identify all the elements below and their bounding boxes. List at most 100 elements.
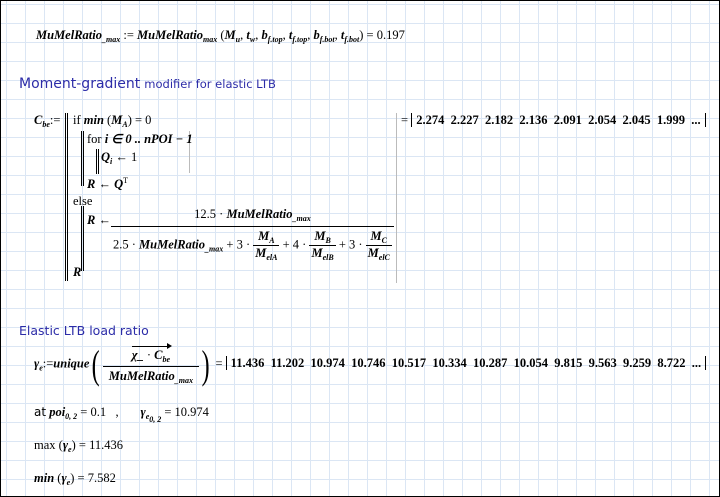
keyword: for — [87, 132, 102, 146]
max-expression[interactable]: max (γe) = 11.436 — [34, 438, 123, 454]
var: M — [367, 246, 379, 260]
arg: M — [224, 28, 236, 42]
var: C — [154, 348, 163, 362]
fraction: 12.5 · MuMelRatio_max 2.5 · MuMelRatio_m… — [111, 207, 394, 262]
sub: be — [162, 355, 171, 364]
var: Q — [101, 150, 111, 164]
sub: B — [325, 236, 331, 245]
ellipsis: ... — [691, 113, 701, 127]
sub: _max — [292, 214, 311, 223]
sub: f.top — [267, 35, 283, 44]
sub: e — [145, 412, 150, 421]
value: 10.517 — [391, 356, 427, 371]
sub: w — [249, 35, 256, 44]
sub: _max — [102, 35, 121, 44]
gamma-result[interactable]: 11.436 11.202 10.974 10.746 10.517 10.33… — [225, 356, 707, 371]
fn: min — [34, 471, 55, 485]
arg: t — [288, 28, 293, 42]
gamma-definition[interactable]: γe:=unique( χ_ · Cbe MuMelRatio_max ) = … — [34, 341, 707, 388]
poi-expression[interactable]: at poi0, 2 = 0.1 , γe0, 2 = 10.974 — [34, 405, 209, 424]
program-bar — [96, 149, 99, 174]
heading-small: modifier for elastic LTB — [144, 77, 276, 91]
mumelratio-definition[interactable]: MuMelRatio_max := MuMelRatiomax (Mu, tw,… — [36, 28, 405, 44]
value: 10.974 — [310, 356, 345, 371]
var: χ_ — [131, 348, 144, 362]
value: 2.091 — [553, 113, 582, 127]
heading-elastic-ltb[interactable]: Elastic LTB load ratio — [19, 323, 149, 338]
var: M — [255, 246, 267, 260]
sub: e — [66, 478, 71, 487]
value: 10.334 — [432, 356, 467, 371]
value: 11.436 — [230, 356, 265, 371]
value: = 11.436 — [78, 438, 123, 452]
sub: A — [122, 120, 128, 129]
value: 9.259 — [623, 356, 652, 371]
assign: R ← — [87, 213, 111, 227]
sub: elB — [322, 253, 334, 262]
sub: u — [235, 35, 241, 44]
sub: elA — [266, 253, 278, 262]
return-var: R — [73, 265, 82, 279]
label: at — [34, 405, 47, 419]
fn: unique — [53, 356, 90, 371]
program-bar — [81, 206, 84, 271]
sub: C — [381, 236, 387, 245]
var: γ — [62, 438, 69, 452]
heading-big: Elastic LTB — [19, 323, 86, 338]
op: + 3 · — [226, 237, 251, 252]
block-edge — [189, 131, 190, 173]
value: 10.054 — [513, 356, 549, 371]
var: C — [34, 113, 43, 127]
value: 2.136 — [519, 113, 548, 127]
ellipsis: ... — [691, 356, 702, 371]
value: 2.045 — [622, 113, 651, 127]
value: 9.815 — [554, 356, 583, 371]
var: MuMelRatio — [139, 237, 206, 252]
sup: T — [123, 176, 129, 185]
op: + 3 · — [338, 237, 363, 252]
value: = 7.582 — [77, 471, 116, 485]
program-bar — [65, 113, 68, 281]
sub: be — [42, 120, 50, 129]
value: 2.054 — [588, 113, 617, 127]
value: 9.563 — [588, 356, 617, 371]
value: 2.274 — [416, 113, 445, 127]
coef: 2.5 · — [113, 237, 136, 252]
sub: 0, 2 — [65, 412, 78, 421]
range: i ∈ 0 .. nPOI − 1 — [104, 132, 193, 146]
sub: f.bot — [344, 35, 360, 44]
cbe-result[interactable]: = 2.274 2.227 2.182 2.136 2.091 2.054 2.… — [401, 113, 706, 128]
fn: MuMelRatio — [137, 28, 204, 42]
op: := — [49, 113, 61, 127]
sep: , — [115, 405, 119, 419]
assign: R ← Q — [87, 177, 124, 192]
min-expression[interactable]: min (γe) = 7.582 — [34, 471, 116, 487]
fn: max — [34, 438, 56, 452]
var: M — [370, 229, 382, 243]
program-bar — [81, 131, 84, 186]
var: M — [314, 229, 326, 243]
value: 10.287 — [473, 356, 508, 371]
block-edge — [396, 113, 397, 283]
sub: f.top — [292, 35, 308, 44]
op: ← 1 — [115, 150, 138, 164]
var: M — [311, 246, 323, 260]
sub: elC — [378, 253, 390, 262]
heading-moment-gradient[interactable]: Moment-gradient modifier for elastic LTB — [19, 76, 276, 92]
value: = 10.974 — [164, 405, 209, 419]
fraction: χ_ · Cbe MuMelRatio_max — [102, 342, 199, 387]
op: + 4 · — [282, 237, 307, 252]
value: 1.999 — [656, 113, 685, 127]
var: MuMelRatio — [108, 369, 175, 383]
keyword: if — [73, 113, 81, 127]
sub: i — [110, 157, 113, 166]
op: := — [123, 28, 134, 42]
keyword: else — [73, 194, 93, 208]
heading-small: load ratio — [89, 323, 149, 338]
op: ) = 0 — [127, 113, 152, 127]
value: 11.202 — [270, 356, 305, 371]
value: 2.227 — [450, 113, 479, 127]
var: MuMelRatio — [36, 28, 102, 42]
fn: min — [83, 113, 104, 127]
